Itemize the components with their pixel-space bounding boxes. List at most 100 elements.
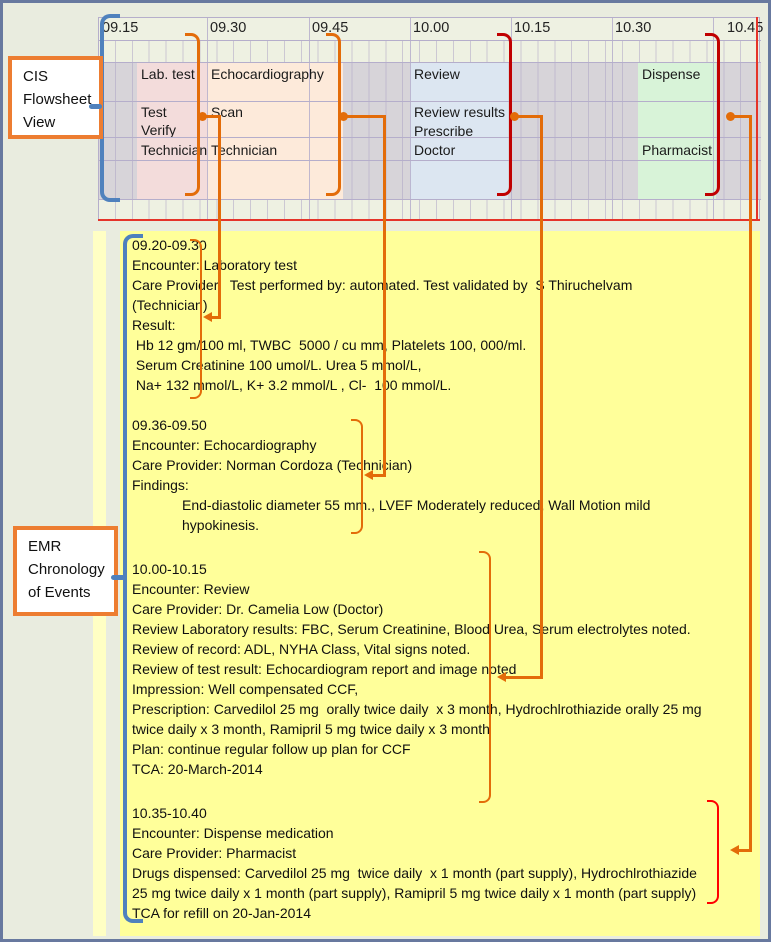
event-line: TCA: 20-March-2014 [132, 761, 263, 777]
emr-brace-pointer [111, 575, 125, 580]
time-label-1000: 10.00 [413, 20, 450, 36]
event-line: TCA for refill on 20-Jan-2014 [132, 905, 311, 921]
emr-panel [120, 231, 760, 936]
block-role: Technician [211, 142, 278, 158]
event-line: (Technician) [132, 297, 208, 313]
event-line: Care Provider: Pharmacist [132, 845, 297, 861]
event-line: twice daily x 3 month, Ramipril 5 mg twi… [132, 721, 490, 737]
event-line: Care Provider: Norman Cordoza (Technicia… [132, 457, 413, 473]
block-task: Prescribe [414, 123, 474, 139]
connector-line [204, 115, 221, 118]
event-line: Encounter: Dispense medication [132, 825, 334, 841]
emr-blue-brace [123, 234, 143, 923]
event-line: 09.36-09.50 [132, 417, 207, 433]
event-line: Encounter: Laboratory test [132, 257, 297, 273]
connector-line [506, 676, 543, 679]
gridline-v [309, 18, 310, 221]
gridline-v [713, 18, 714, 221]
gridline-h [99, 137, 761, 138]
gridline-h [99, 101, 761, 102]
block-task: Verify [141, 122, 177, 138]
event-line: 10.00-10.15 [132, 561, 207, 577]
connector-line [518, 115, 543, 118]
event-line: Serum Creatinine 100 umol/L. Urea 5 mmol… [132, 357, 422, 373]
callout-line: View [23, 114, 56, 131]
gridline-h [99, 62, 761, 63]
time-label-1015: 10.15 [514, 20, 551, 36]
timeline-brace-dispense [705, 33, 720, 196]
callout-line: CIS [23, 68, 49, 85]
time-label-0945: 09.45 [312, 20, 349, 36]
connector-line [749, 115, 752, 852]
emr-callout: EMR Chronology of Events [13, 526, 118, 616]
callout-line: Chronology [28, 561, 105, 578]
event-line: Encounter: Review [132, 581, 250, 597]
flowsheet-callout: CIS Flowsheet View [8, 56, 103, 139]
red-right-line [756, 17, 758, 221]
connector-line [540, 115, 543, 679]
event-brace-echo [351, 419, 363, 534]
gridline-v [612, 18, 613, 221]
gridline-h [99, 40, 761, 41]
event-line: Encounter: Echocardiography [132, 437, 317, 453]
time-label-0930: 09.30 [210, 20, 247, 36]
gridline-v [410, 18, 411, 221]
connector-line [218, 115, 221, 319]
event-lab-test: 09.20-09.30 Encounter: Laboratory test C… [132, 235, 760, 395]
callout-line: Flowsheet [23, 91, 92, 108]
connector-line [212, 316, 221, 319]
connector-line [733, 115, 752, 118]
event-brace-lab-test [190, 239, 202, 399]
block-title: Echocardiography [211, 66, 324, 82]
event-brace-dispense [707, 800, 719, 904]
event-line: Care Provider: Test performed by: automa… [132, 277, 633, 293]
block-role: Technician [141, 142, 208, 158]
connector-line [347, 115, 386, 118]
event-line: Impression: Well compensated CCF, [132, 681, 359, 697]
event-line: Findings: [132, 477, 189, 493]
block-title: Lab. test [141, 66, 195, 82]
event-line: Plan: continue regular follow up plan fo… [132, 741, 411, 757]
block-role: Doctor [414, 142, 456, 158]
flowsheet-brace-pointer [89, 104, 102, 109]
event-line: hypokinesis. [182, 517, 260, 533]
event-line: 10.35-10.40 [132, 805, 207, 821]
event-dispense: 10.35-10.40 Encounter: Dispense medicati… [132, 803, 760, 923]
block-task: Test [141, 104, 167, 120]
timeline-grid: 09.15 09.30 09.45 10.00 10.15 10.30 10.4… [98, 17, 764, 221]
connector-dot [510, 112, 519, 121]
time-label-1030: 10.30 [615, 20, 652, 36]
time-label-1045: 10.45 [727, 20, 764, 36]
connector-dot [726, 112, 735, 121]
block-title: Review [414, 66, 460, 82]
flowsheet-blue-brace [100, 14, 120, 202]
callout-line: of Events [28, 584, 91, 601]
gridline-v [207, 18, 208, 221]
event-line: Prescription: Carvedilol 25 mg orally tw… [132, 701, 702, 717]
red-divider-line [98, 219, 760, 221]
event-line: Drugs dispensed: Carvedilol 25 mg twice … [132, 865, 697, 881]
event-line: 25 mg twice daily x 1 month (part supply… [132, 885, 697, 901]
block-role: Pharmacist [642, 142, 713, 158]
event-line: 09.20-09.30 [132, 237, 207, 253]
event-line: Review Laboratory results: FBC, Serum Cr… [132, 621, 691, 637]
event-line: End-diastolic diameter 55 mm., LVEF Mode… [182, 497, 651, 513]
callout-line: EMR [28, 538, 62, 555]
connector-line [383, 115, 386, 477]
gridline-h [99, 199, 761, 200]
connector-arrow [497, 672, 506, 682]
block-echocardiography: Echocardiography Scan Technician [207, 62, 343, 199]
block-review: Review Review results Prescribe Doctor [410, 62, 508, 199]
connector-line [739, 849, 752, 852]
event-line: Hb 12 gm/100 ml, TWBC 5000 / cu mm, Plat… [132, 337, 527, 353]
event-brace-review [479, 551, 491, 803]
event-line: Na+ 132 mmol/L, K+ 3.2 mmol/L , Cl- 100 … [132, 377, 452, 393]
event-line: Result: [132, 317, 176, 333]
event-echocardiography: 09.36-09.50 Encounter: Echocardiography … [132, 415, 760, 535]
connector-line [373, 474, 386, 477]
event-line: Care Provider: Dr. Camelia Low (Doctor) [132, 601, 384, 617]
block-dispense: Dispense Pharmacist [638, 62, 716, 199]
block-lab-test: Lab. test Test Verify Technician [137, 62, 207, 199]
connector-dot [198, 112, 207, 121]
gridline-h [99, 160, 761, 161]
